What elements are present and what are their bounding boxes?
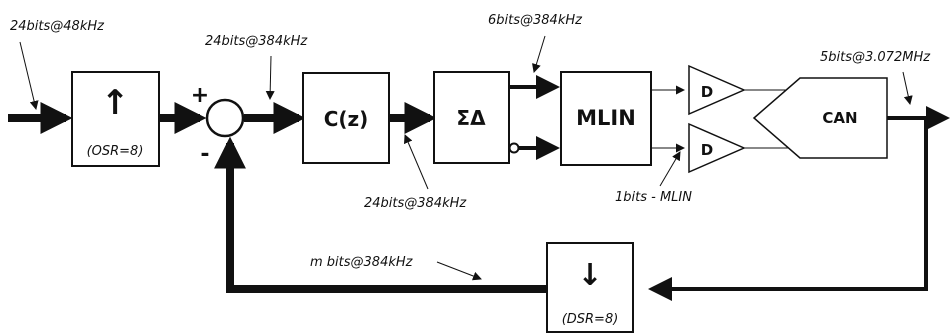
dac-out-rate-pointer (902, 71, 913, 105)
feedback-rate-label: m bits@384kHz (310, 255, 414, 270)
delay-top-label: D (701, 83, 713, 101)
input-rate-pointer (19, 41, 39, 110)
dac-block: CAN (752, 77, 888, 159)
upsample-out-rate-label: 24bits@384kHz (205, 34, 308, 49)
downsample-arrow-icon: ↓ (577, 258, 602, 293)
upsampler-param: (OSR=8) (87, 144, 144, 159)
upsample-arrow-icon: ↑ (101, 83, 130, 123)
filter-block: C(z) (302, 72, 390, 164)
filter-out-rate-label: 24bits@384kHz (364, 196, 467, 211)
mlin-out-pointer (659, 151, 681, 187)
upsampler-block: ↑ (OSR=8) (71, 71, 160, 167)
output-to-downsampler-line (648, 118, 928, 301)
filter-out-rate-pointer (403, 134, 429, 190)
delay-bottom-label: D (701, 141, 713, 159)
dac-out-rate-label: 5bits@3.072MHz (820, 50, 931, 65)
sd-out-rate-label: 6bits@384kHz (488, 13, 583, 28)
filter-label: C(z) (324, 107, 369, 131)
delay-top-block: D (688, 64, 746, 116)
summing-junction: + - (191, 83, 245, 167)
inverting-bubble (508, 142, 520, 154)
summer-minus-sign: - (200, 142, 209, 167)
feedback-rate-pointer (436, 261, 482, 281)
delay-bottom-block: D (688, 122, 746, 174)
feedback-to-summer-line (214, 136, 546, 293)
downsampler-param: (DSR=8) (562, 312, 619, 327)
sigma-delta-label: ΣΔ (456, 106, 486, 130)
summer-plus-sign: + (191, 83, 209, 108)
sd-out-rate-pointer (532, 35, 546, 73)
mlin-block: MLIN (560, 71, 652, 166)
sigma-delta-block: ΣΔ (433, 71, 510, 164)
mlin-label: MLIN (576, 106, 636, 130)
mlin-out-label: 1bits - MLIN (615, 190, 692, 205)
dac-label: CAN (822, 109, 857, 127)
downsampler-block: ↓ (DSR=8) (546, 242, 634, 333)
input-rate-label: 24bits@48kHz (10, 19, 105, 34)
upsample-out-rate-pointer (265, 55, 275, 100)
